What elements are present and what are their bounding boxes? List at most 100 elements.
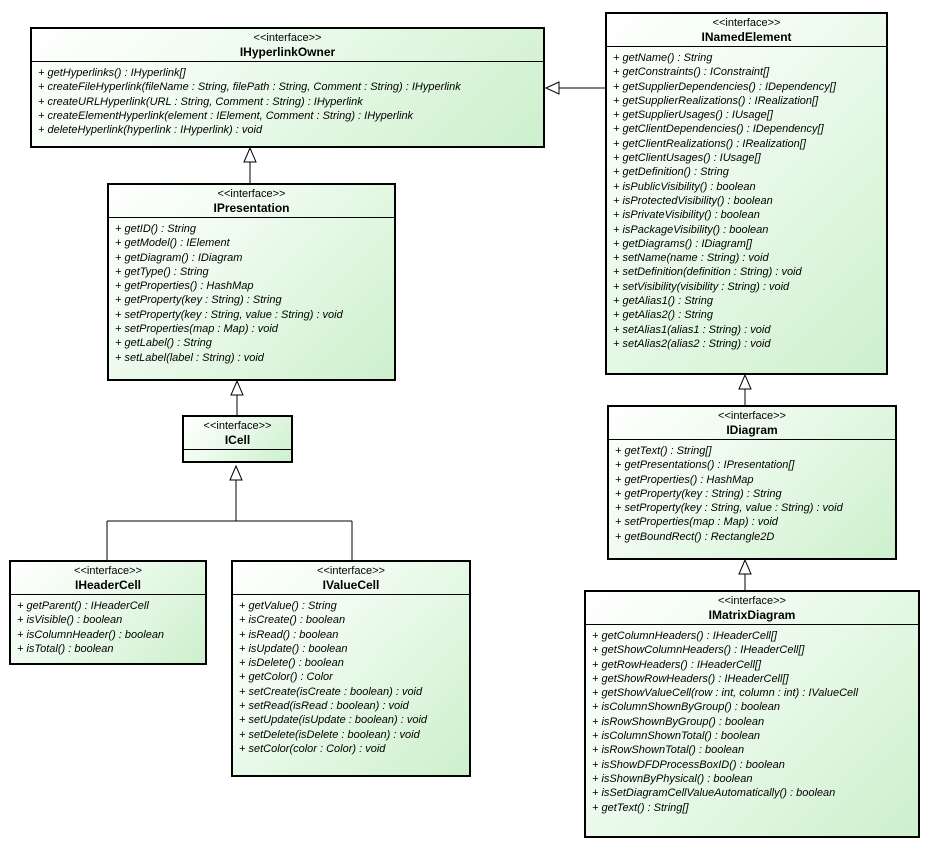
stereotype-label: <<interface>> — [317, 565, 385, 577]
method-item: + isRowShownByGroup() : boolean — [592, 715, 765, 728]
method-item: + deleteHyperlink(hyperlink : IHyperlink… — [38, 124, 263, 137]
class-ihyperlinkowner[interactable]: <<interface>> IHyperlinkOwner + getHyper… — [30, 27, 545, 148]
method-item: + getSupplierDependencies() : IDependenc… — [613, 80, 836, 93]
method-item: + createURLHyperlink(URL : String, Comme… — [38, 95, 363, 108]
class-name: INamedElement — [701, 30, 792, 44]
method-item: + isSetDiagramCellValueAutomatically() :… — [592, 787, 836, 800]
method-item: + getConstraints() : IConstraint[] — [613, 66, 770, 79]
class-ihyperlinkowner-methods: + getHyperlinks() : IHyperlink[]+ create… — [32, 62, 543, 146]
class-ihyperlinkowner-title: <<interface>> IHyperlinkOwner — [32, 29, 543, 62]
method-item: + setLabel(label : String) : void — [115, 351, 264, 364]
generalization-cell-to-presentation — [230, 379, 244, 416]
method-item: + setRead(isRead : boolean) : void — [239, 700, 409, 713]
class-imatrixdiagram-title: <<interface>> IMatrixDiagram — [586, 592, 918, 625]
class-ivaluecell-methods: + getValue() : String+ isCreate() : bool… — [233, 595, 469, 775]
method-item: + setDefinition(definition : String) : v… — [613, 266, 802, 279]
method-item: + setDelete(isDelete : boolean) : void — [239, 728, 420, 741]
method-item: + isUpdate() : boolean — [239, 642, 348, 655]
method-item: + setProperties(map : Map) : void — [115, 323, 278, 336]
method-item: + getParent() : IHeaderCell — [17, 600, 149, 612]
class-name: IValueCell — [322, 578, 380, 592]
method-item: + getShowRowHeaders() : IHeaderCell[] — [592, 672, 789, 685]
method-item: + getBoundRect() : Rectangle2D — [615, 530, 775, 543]
stereotype-label: <<interface>> — [253, 32, 322, 44]
stereotype-label: <<interface>> — [74, 565, 142, 577]
class-iheadercell-methods: + getParent() : IHeaderCell + isVisible()… — [11, 595, 205, 663]
method-item: + getID() : String — [115, 223, 197, 235]
method-item: + isPrivateVisibility() : boolean — [613, 209, 760, 222]
method-item: + setName(name : String) : void — [613, 252, 769, 265]
method-item: + setProperty(key : String, value : Stri… — [115, 308, 343, 321]
method-item: + getDefinition() : String — [613, 166, 729, 179]
method-item: + isColumnShownByGroup() : boolean — [592, 701, 781, 714]
class-idiagram[interactable]: <<interface>> IDiagram + getText() : Str… — [607, 405, 897, 560]
class-icell[interactable]: <<interface>> ICell — [182, 415, 293, 463]
method-item: + createFileHyperlink(fileName : String,… — [38, 81, 461, 94]
class-name: IPresentation — [213, 201, 290, 215]
method-item: + getAlias2() : String — [613, 309, 713, 322]
method-item: + isColumnShownTotal() : boolean — [592, 730, 761, 743]
class-imatrixdiagram-methods: + getColumnHeaders() : IHeaderCell[]+ ge… — [586, 625, 918, 836]
class-name: ICell — [224, 433, 251, 447]
method-item: + getClientDependencies() : IDependency[… — [613, 123, 824, 136]
method-item: + getAlias1() : String — [613, 295, 713, 308]
class-name: IMatrixDiagram — [708, 608, 796, 622]
method-item: + getModel() : IElement — [115, 237, 230, 250]
method-item: + getDiagram() : IDiagram — [115, 251, 243, 264]
method-item: + setVisibility(visibility : String) : v… — [613, 280, 790, 293]
method-item: + getShowValueCell(row : int, column : i… — [592, 687, 859, 700]
method-item: + isColumnHeader() : boolean — [17, 628, 165, 641]
method-item: + isShowDFDProcessBoxID() : boolean — [592, 758, 785, 771]
class-name: IHyperlinkOwner — [239, 45, 336, 59]
stereotype-label: <<interface>> — [712, 17, 781, 29]
method-item: + getProperties() : HashMap — [115, 280, 254, 293]
class-iheadercell[interactable]: <<interface>> IHeaderCell + getParent() … — [9, 560, 207, 665]
method-item: + setProperty(key : String, value : Stri… — [615, 502, 843, 515]
method-item: + getProperty(key : String) : String — [115, 294, 282, 307]
class-ipresentation-methods: + getID() : String + getModel() : IElemen… — [109, 218, 394, 379]
method-item: + getClientUsages() : IUsage[] — [613, 152, 761, 165]
stereotype-label: <<interface>> — [203, 420, 272, 432]
method-item: + getText() : String[] — [615, 445, 712, 457]
class-inamedelement-methods: + getName() : String+ getConstraints() :… — [607, 47, 886, 373]
method-item: + getRowHeaders() : IHeaderCell[] — [592, 658, 762, 671]
method-item: + isPackageVisibility() : boolean — [613, 223, 769, 236]
generalization-headercell-valuecell-to-cell — [106, 464, 353, 561]
class-inamedelement[interactable]: <<interface>> INamedElement + getName() … — [605, 12, 888, 375]
class-idiagram-methods: + getText() : String[] + getPresentations… — [609, 440, 895, 558]
class-icell-methods — [184, 450, 291, 461]
method-item: + getProperties() : HashMap — [615, 473, 754, 486]
method-item: + setAlias1(alias1 : String) : void — [613, 323, 771, 336]
method-item: + getColor() : Color — [239, 671, 333, 684]
class-imatrixdiagram[interactable]: <<interface>> IMatrixDiagram + getColumn… — [584, 590, 920, 838]
method-item: + isVisible() : boolean — [17, 614, 123, 627]
method-item: + getShowColumnHeaders() : IHeaderCell[] — [592, 644, 805, 657]
method-item: + getText() : String[] — [592, 801, 689, 814]
method-item: + setUpdate(isUpdate : boolean) : void — [239, 714, 428, 727]
class-ivaluecell[interactable]: <<interface>> IValueCell + getValue() : … — [231, 560, 471, 777]
class-ipresentation[interactable]: <<interface>> IPresentation + getID() : … — [107, 183, 396, 381]
method-item: + getDiagrams() : IDiagram[] — [613, 237, 753, 250]
method-item: + getValue() : String — [239, 600, 337, 612]
method-item: + isPublicVisibility() : boolean — [613, 180, 756, 193]
generalization-presentation-to-hyperlinkowner — [243, 146, 257, 184]
method-item: + isDelete() : boolean — [239, 657, 344, 670]
method-item: + isRowShownTotal() : boolean — [592, 744, 745, 757]
method-item: + isTotal() : boolean — [17, 642, 114, 655]
stereotype-label: <<interface>> — [718, 595, 786, 607]
method-item: + getSupplierUsages() : IUsage[] — [613, 109, 773, 122]
method-item: + getSupplierRealizations() : IRealizati… — [613, 94, 819, 107]
stereotype-label: <<interface>> — [718, 410, 786, 422]
class-inamedelement-title: <<interface>> INamedElement — [607, 14, 886, 47]
method-item: + setCreate(isCreate : boolean) : void — [239, 685, 423, 698]
method-item: + getPresentations() : IPresentation[] — [615, 459, 795, 472]
method-item: + isProtectedVisibility() : boolean — [613, 194, 773, 207]
method-item: + setProperties(map : Map) : void — [615, 516, 778, 529]
method-item: + getType() : String — [115, 265, 209, 278]
class-ipresentation-title: <<interface>> IPresentation — [109, 185, 394, 218]
method-item: + isRead() : boolean — [239, 628, 339, 641]
method-item: + createElementHyperlink(element : IElem… — [38, 109, 414, 122]
generalization-namedelement-to-hyperlinkowner — [544, 81, 606, 95]
